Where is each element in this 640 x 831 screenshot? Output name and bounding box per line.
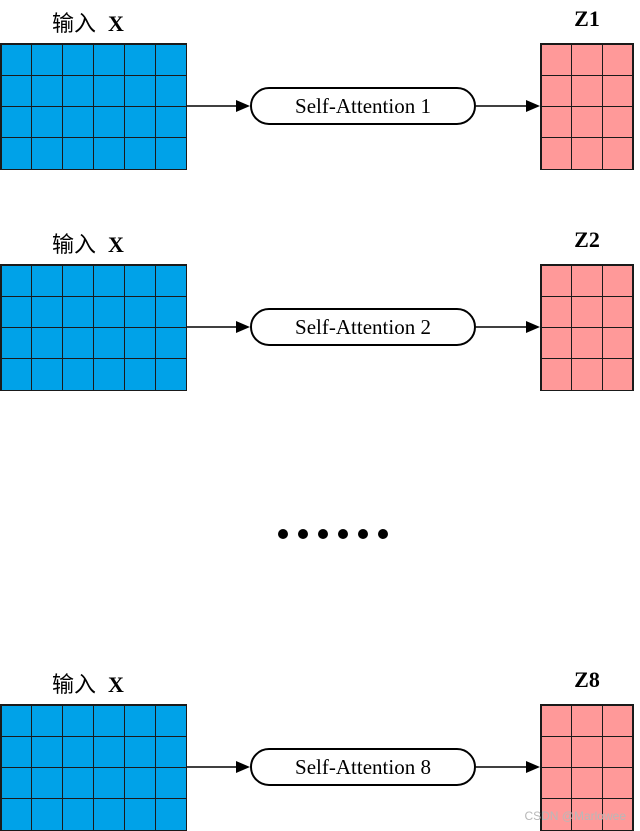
ellipsis-dots <box>278 529 388 539</box>
matrix-cell <box>540 767 573 800</box>
matrix-cell <box>601 43 634 76</box>
matrix-cell <box>601 264 634 297</box>
output-label: Z1 <box>574 6 600 31</box>
matrix-cell <box>601 327 634 360</box>
watermark: CSDN @Marlowee <box>524 809 626 823</box>
matrix-cell <box>571 137 603 170</box>
matrix-cell <box>571 43 603 76</box>
matrix-cell <box>571 358 603 391</box>
matrix-cell <box>540 137 573 170</box>
matrix-cell <box>154 137 187 170</box>
input-label-text: 输入 <box>52 233 97 258</box>
matrix-cell <box>540 358 573 391</box>
arrow-in <box>187 761 250 773</box>
output-matrix-z <box>540 704 634 831</box>
output-label: Z8 <box>574 667 600 692</box>
input-label: 输入 X <box>52 227 124 259</box>
matrix-cell <box>571 295 603 328</box>
self-attention-head: Self-Attention 1 <box>250 87 476 125</box>
input-matrix-x <box>0 704 187 831</box>
matrix-cell <box>540 735 573 768</box>
arrow-out <box>476 100 540 112</box>
matrix-cell <box>540 327 573 360</box>
input-var: X <box>108 11 124 36</box>
matrix-cell <box>571 74 603 107</box>
matrix-cell <box>571 264 603 297</box>
matrix-cell <box>571 327 603 360</box>
matrix-cell <box>601 767 634 800</box>
matrix-cell <box>571 704 603 737</box>
arrow-in <box>187 100 250 112</box>
matrix-cell <box>601 106 634 139</box>
matrix-cell <box>601 74 634 107</box>
matrix-cell <box>540 106 573 139</box>
output-matrix-z <box>540 43 634 170</box>
matrix-cell <box>154 798 187 831</box>
matrix-cell <box>571 106 603 139</box>
matrix-cell <box>154 358 187 391</box>
matrix-cell <box>601 735 634 768</box>
input-var: X <box>108 672 124 697</box>
output-matrix-z <box>540 264 634 391</box>
matrix-cell <box>601 798 634 831</box>
attention-head-row-1: 输入 X Self-Attention 1 Z1 <box>0 0 640 170</box>
arrow-out <box>476 761 540 773</box>
matrix-cell <box>571 735 603 768</box>
arrow-in <box>187 321 250 333</box>
matrix-cell <box>540 264 573 297</box>
input-var: X <box>108 232 124 257</box>
matrix-cell <box>540 295 573 328</box>
matrix-cell <box>540 74 573 107</box>
output-label: Z2 <box>574 227 600 252</box>
matrix-cell <box>601 358 634 391</box>
matrix-cell <box>540 43 573 76</box>
input-label-text: 输入 <box>52 673 97 698</box>
input-label-text: 输入 <box>52 12 97 37</box>
attention-head-row-2: 输入 X Self-Attention 2 Z2 <box>0 221 640 391</box>
matrix-cell <box>540 704 573 737</box>
matrix-cell <box>601 137 634 170</box>
input-matrix-x <box>0 43 187 170</box>
input-matrix-x <box>0 264 187 391</box>
input-label: 输入 X <box>52 667 124 699</box>
arrow-out <box>476 321 540 333</box>
matrix-cell <box>571 767 603 800</box>
self-attention-head: Self-Attention 2 <box>250 308 476 346</box>
matrix-cell <box>601 295 634 328</box>
self-attention-head: Self-Attention 8 <box>250 748 476 786</box>
attention-head-row-8: 输入 X Self-Attention 8 Z8 <box>0 661 640 831</box>
matrix-cell <box>601 704 634 737</box>
input-label: 输入 X <box>52 6 124 38</box>
